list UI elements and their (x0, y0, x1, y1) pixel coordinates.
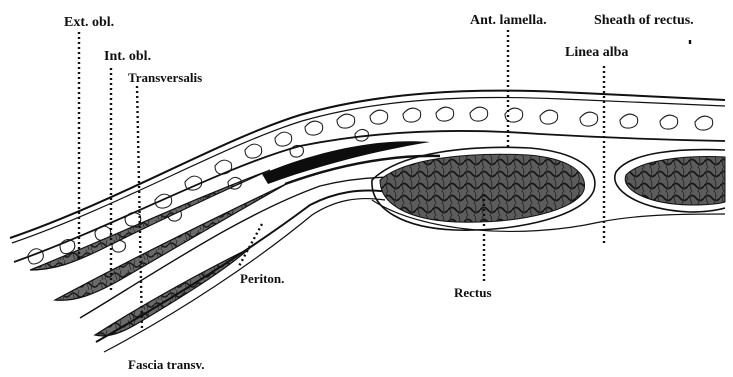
label-ext-obl: Ext. obl. (64, 16, 114, 30)
label-sheath-of-rectus: Sheath of rectus. (594, 14, 694, 28)
label-periton: Periton. (240, 272, 284, 285)
label-ant-lamella: Ant. lamella. (470, 14, 547, 28)
transversalis-leader (137, 86, 142, 330)
label-linea-alba: Linea alba (565, 46, 628, 60)
label-transversalis: Transversalis (128, 71, 202, 84)
skin-outer-line (10, 91, 725, 238)
label-int-obl: Int. obl. (104, 50, 151, 64)
periton-leader (238, 224, 262, 268)
subcutaneous-fat (28, 107, 713, 264)
label-fascia-transv: Fascia transv. (128, 358, 205, 371)
contralateral-rectus-muscle (625, 157, 725, 205)
rectus-muscle (380, 154, 585, 222)
label-rectus: Rectus (454, 286, 492, 299)
